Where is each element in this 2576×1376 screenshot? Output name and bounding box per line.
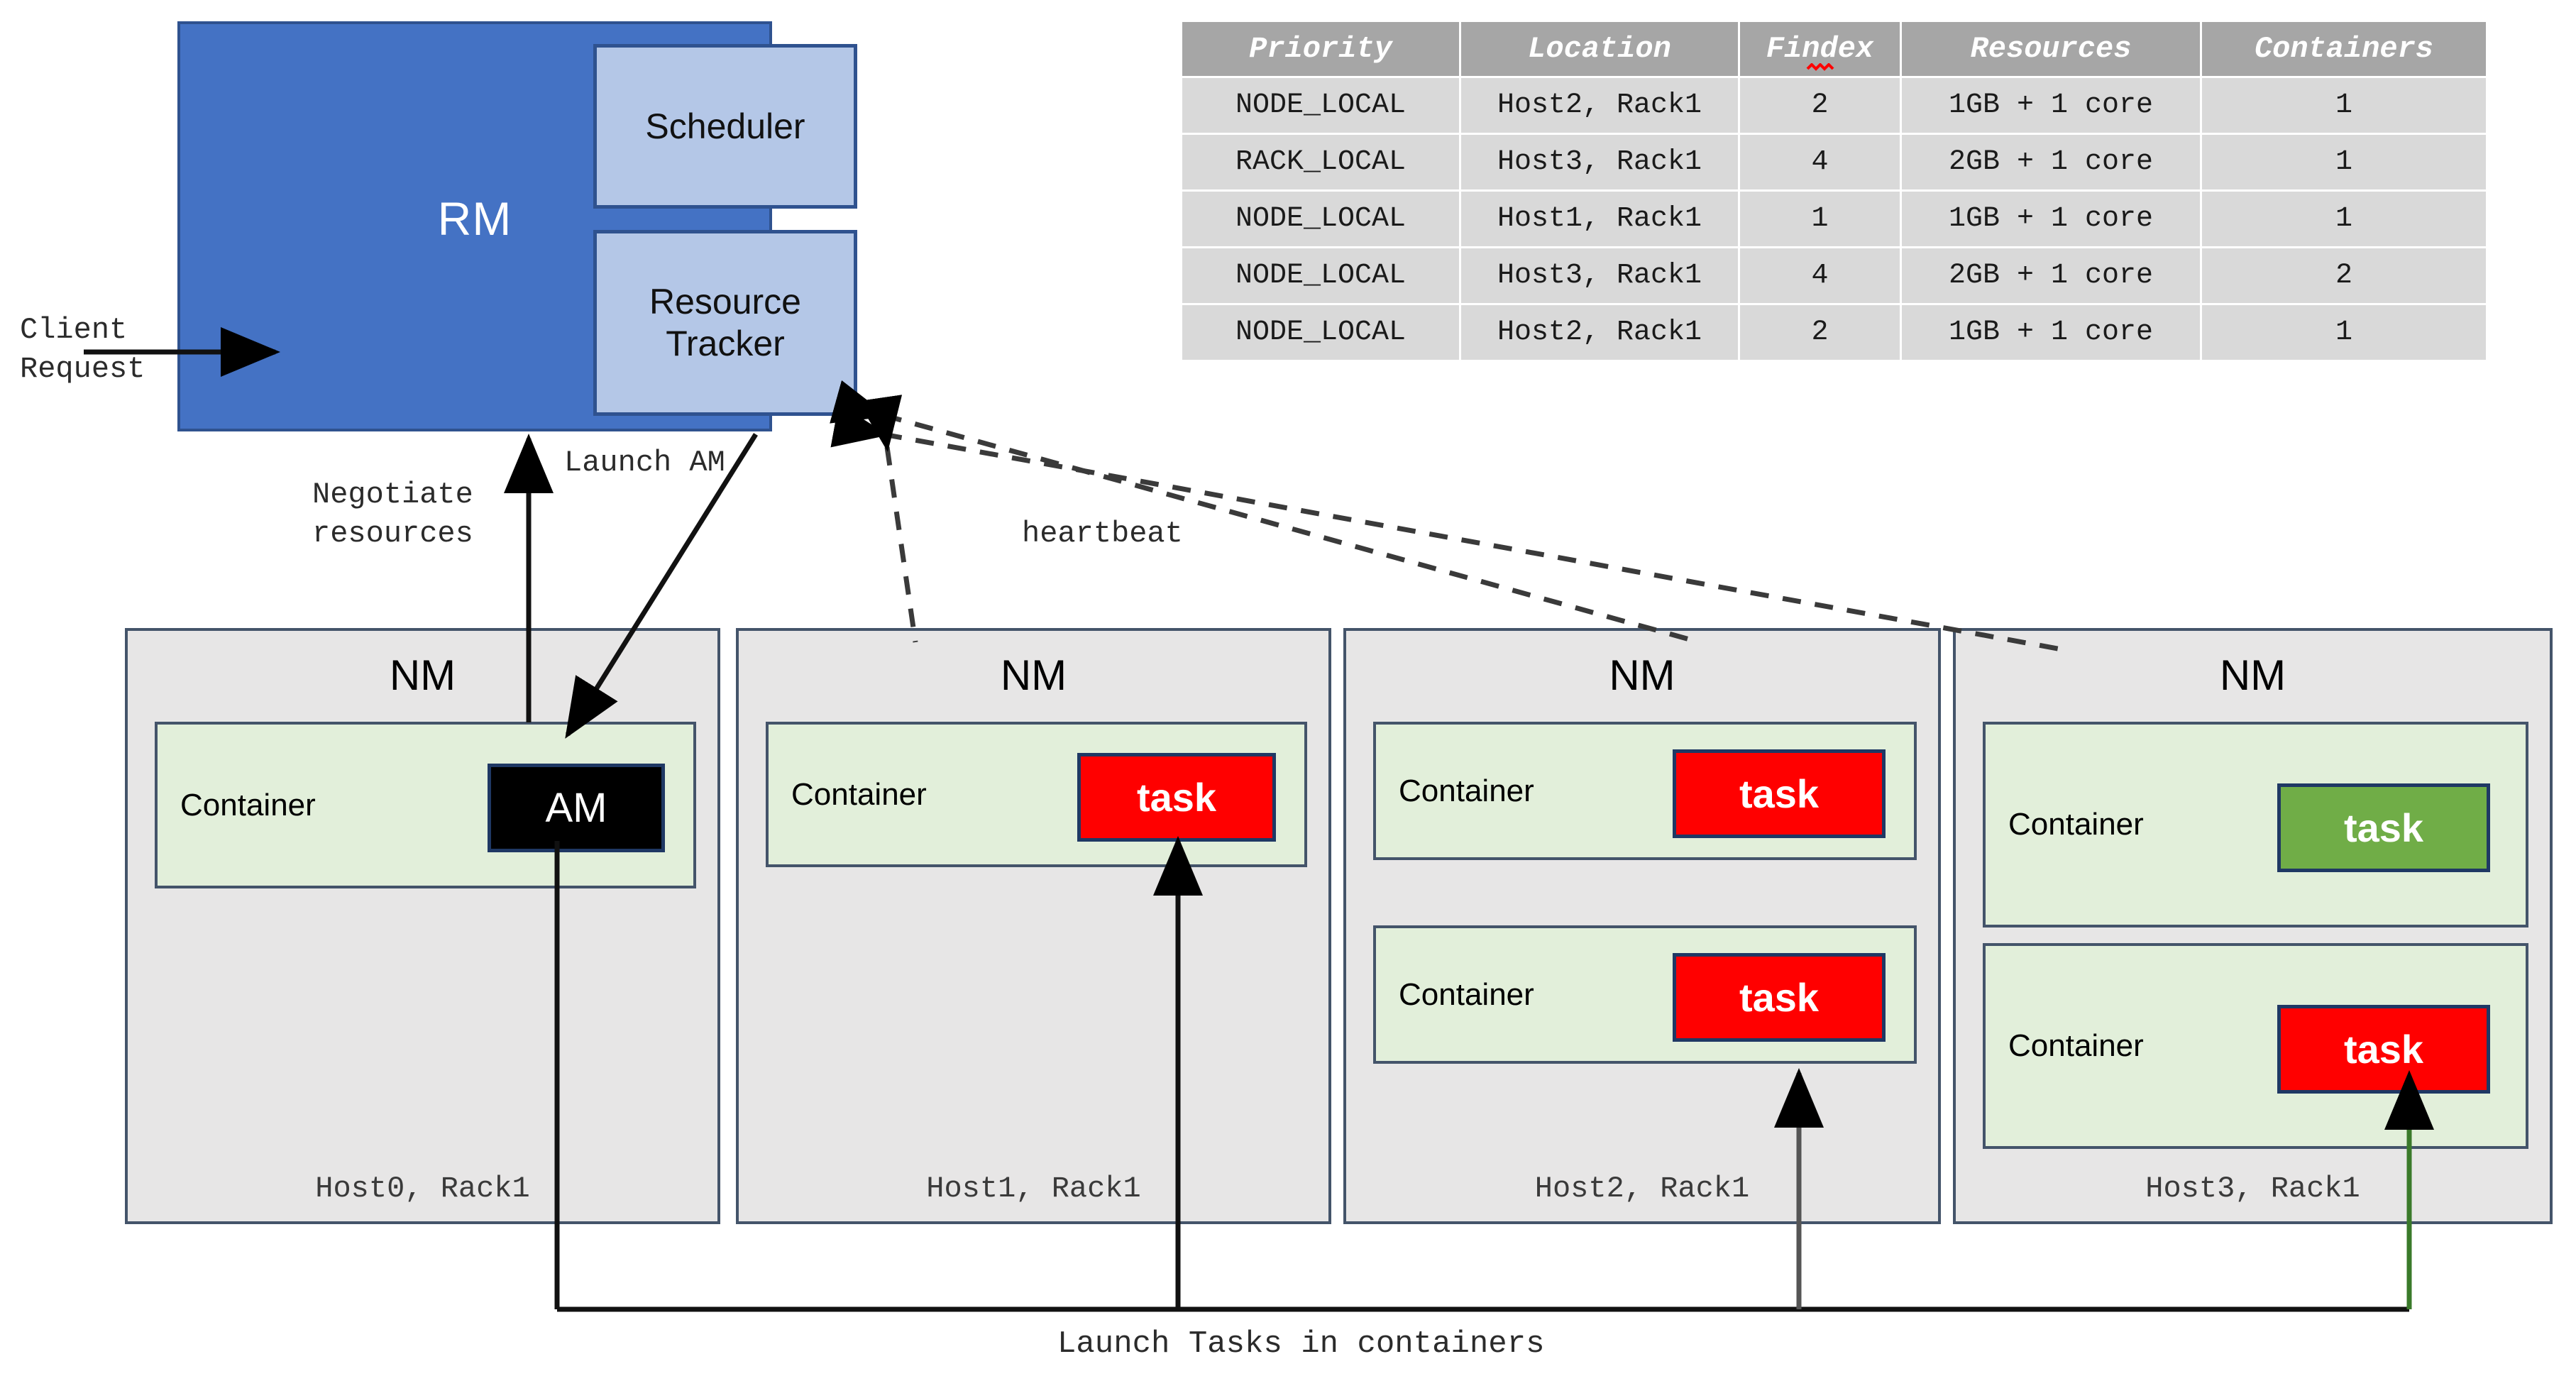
table-cell: 1	[2202, 78, 2486, 133]
task-chip: task	[1673, 953, 1886, 1042]
container-label: Container	[2008, 807, 2144, 842]
task-chip: task	[2277, 783, 2490, 872]
node-manager-host-label: Host3, Rack1	[2145, 1172, 2360, 1206]
container-box: Container task	[1373, 925, 1917, 1064]
table-header-resources: Resources	[1902, 22, 2200, 76]
node-manager-host-label: Host1, Rack1	[926, 1172, 1141, 1206]
node-manager-panel-0: NM Container AM Host0, Rack1	[125, 628, 720, 1224]
container-label: Container	[791, 776, 927, 812]
table-header-containers: Containers	[2202, 22, 2486, 76]
table-cell: 2	[2202, 248, 2486, 303]
scheduler-label: Scheduler	[645, 106, 805, 146]
resource-manager-label: RM	[437, 192, 512, 245]
launch-am-label: Launch AM	[564, 446, 725, 480]
table-cell: 1GB + 1 core	[1902, 78, 2200, 133]
table-header-location: Location	[1461, 22, 1738, 76]
spellcheck-squiggle-icon	[1806, 63, 1834, 71]
container-label: Container	[180, 787, 316, 822]
table-cell: 1GB + 1 core	[1902, 305, 2200, 360]
table-cell: 1	[2202, 305, 2486, 360]
table-cell: 2GB + 1 core	[1902, 248, 2200, 303]
table-header-priority: Priority	[1182, 22, 1459, 76]
node-manager-host-label: Host2, Rack1	[1534, 1172, 1750, 1206]
edge-heartbeat-nm2	[830, 380, 1700, 645]
node-manager-title: NM	[1000, 651, 1067, 699]
table-cell: NODE_LOCAL	[1182, 78, 1459, 133]
edge-heartbeat-nm4	[857, 395, 918, 643]
table-cell: NODE_LOCAL	[1182, 305, 1459, 360]
table-cell: NODE_LOCAL	[1182, 192, 1459, 246]
heartbeat-label: heartbeat	[1022, 517, 1183, 551]
scheduler-box: Scheduler	[593, 44, 857, 209]
task-chip: task	[1077, 753, 1276, 842]
table-cell: 4	[1740, 135, 1900, 189]
table-cell: RACK_LOCAL	[1182, 135, 1459, 189]
task-chip: task	[1673, 749, 1886, 838]
node-manager-title: NM	[2219, 651, 2286, 699]
app-master-chip: AM	[488, 764, 665, 852]
table-cell: Host3, Rack1	[1461, 248, 1738, 303]
table-cell: Host2, Rack1	[1461, 78, 1738, 133]
container-box: Container task	[1373, 722, 1917, 860]
table-cell: Host3, Rack1	[1461, 135, 1738, 189]
container-label: Container	[1399, 976, 1534, 1012]
container-box: Container AM	[155, 722, 696, 888]
node-manager-title: NM	[1609, 651, 1675, 699]
container-label: Container	[2008, 1028, 2144, 1063]
table-cell: NODE_LOCAL	[1182, 248, 1459, 303]
table-cell: 1	[2202, 135, 2486, 189]
container-label: Container	[1399, 773, 1534, 808]
table-cell: 2	[1740, 305, 1900, 360]
table-cell: Host2, Rack1	[1461, 305, 1738, 360]
table-cell: 4	[1740, 248, 1900, 303]
launch-tasks-label: Launch Tasks in containers	[1057, 1326, 1545, 1362]
node-manager-host-label: Host0, Rack1	[315, 1172, 530, 1206]
container-box: Container task	[1983, 943, 2528, 1149]
node-manager-title: NM	[389, 651, 456, 699]
table-cell: 1	[1740, 192, 1900, 246]
table-cell: 1GB + 1 core	[1902, 192, 2200, 246]
table-cell: Host1, Rack1	[1461, 192, 1738, 246]
task-chip: task	[2277, 1005, 2490, 1094]
table-cell: 1	[2202, 192, 2486, 246]
table-cell: 2	[1740, 78, 1900, 133]
table-cell: 2GB + 1 core	[1902, 135, 2200, 189]
table-header-findex: Findex	[1740, 22, 1900, 76]
container-box: Container task	[766, 722, 1307, 867]
container-box: Container task	[1983, 722, 2528, 928]
